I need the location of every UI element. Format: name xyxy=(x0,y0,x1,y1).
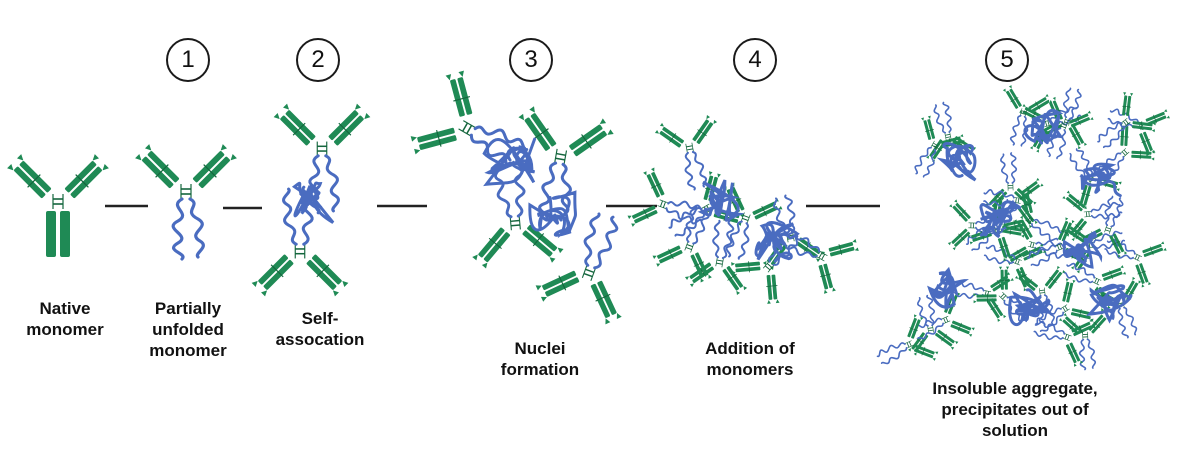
step-1-circle: 1 xyxy=(166,38,210,82)
label-partially-unfolded-monomer: Partially unfolded monomer xyxy=(133,298,243,361)
aggregate-antibody-5 xyxy=(1059,311,1113,371)
partially-unfolded-antibody xyxy=(135,144,237,259)
aggregate-antibody-32 xyxy=(948,199,1007,252)
step-3-number: 3 xyxy=(524,46,537,74)
label-native-monomer: Native monomer xyxy=(10,298,120,340)
step-2-number: 2 xyxy=(311,46,324,74)
step-3-circle: 3 xyxy=(509,38,553,82)
addition-tangle-1 xyxy=(702,180,739,220)
nuclei-tangle-2 xyxy=(530,192,576,235)
step-1-number: 1 xyxy=(181,46,194,74)
step-4-circle: 4 xyxy=(733,38,777,82)
nuclei-antibody-1 xyxy=(404,64,547,202)
step-5-number: 5 xyxy=(1000,46,1013,74)
step-4-number: 4 xyxy=(748,46,761,74)
aggregate-tangle-5 xyxy=(930,270,965,310)
step-5-circle: 5 xyxy=(985,38,1029,82)
nuclei-tangle-1 xyxy=(484,139,534,184)
label-insoluble-aggregate: Insoluble aggregate, precipitates out of… xyxy=(915,378,1115,441)
aggregate-tangle-7 xyxy=(1090,285,1131,320)
label-addition-of-monomers: Addition of monomers xyxy=(680,338,820,380)
self-association-antibody-top xyxy=(274,104,371,213)
label-nuclei-formation: Nuclei formation xyxy=(480,338,600,380)
step-2-circle: 2 xyxy=(296,38,340,82)
self-association-tangle xyxy=(295,183,334,223)
label-self-association: Self- assocation xyxy=(260,308,380,350)
native-monomer-antibody xyxy=(7,154,109,257)
